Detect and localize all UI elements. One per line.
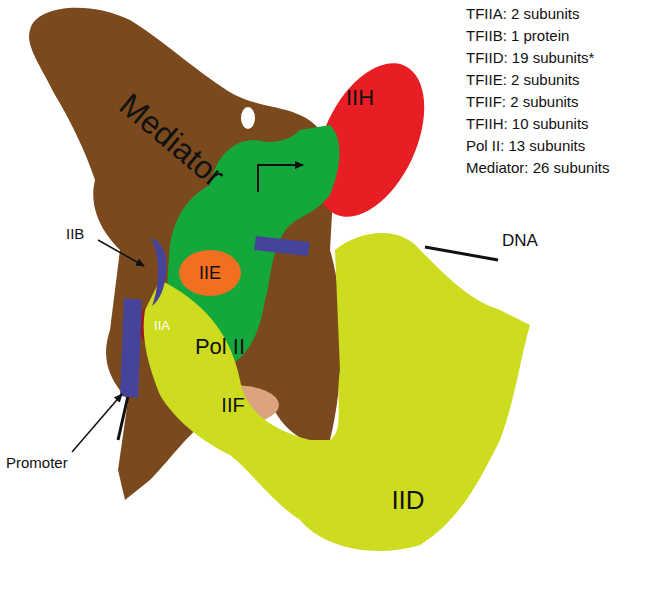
subunit-note: Mediator: 26 subunits (466, 160, 609, 177)
node-label: IIE (199, 264, 221, 282)
tfiid-blob-outline (135, 220, 535, 565)
leader-arrow (72, 394, 122, 452)
tfiie-ellipse-fill (179, 250, 241, 296)
leader-arrow (98, 240, 144, 266)
dna-segment (254, 236, 310, 256)
node-label: IIA (154, 319, 170, 332)
subunit-note: TFIIH: 10 subunits (466, 116, 589, 133)
node-label: IID (391, 487, 424, 513)
callout-label: DNA (502, 232, 538, 251)
subunit-note: TFIIA: 2 subunits (466, 6, 579, 23)
promoter-bar (120, 298, 142, 398)
node-label: IIF (221, 395, 244, 415)
node-label: Pol II (195, 336, 245, 358)
subunit-note: TFIIB: 1 protein (466, 28, 569, 45)
tfiib-shape (150, 238, 166, 306)
dna-strand (118, 396, 128, 440)
callout-label: IIB (66, 226, 84, 243)
callout-label: Promoter (6, 455, 68, 472)
tfiid-blob-fill (144, 233, 530, 551)
subunit-note: TFIIF: 2 subunits (466, 94, 579, 111)
dna-strand (425, 247, 498, 260)
mediator-blob-fill (29, 8, 341, 500)
node-label: IIH (346, 87, 374, 109)
subunit-note: TFIIE: 2 subunits (466, 72, 579, 89)
mediator-notch (241, 107, 255, 129)
start-arrow (258, 165, 303, 192)
tfiid-blob: IID (135, 220, 535, 565)
subunit-note: TFIID: 19 subunits* (466, 50, 594, 67)
tfiie-ellipse: IIE (178, 248, 242, 298)
subunit-note: Pol II: 13 subunits (466, 138, 585, 155)
